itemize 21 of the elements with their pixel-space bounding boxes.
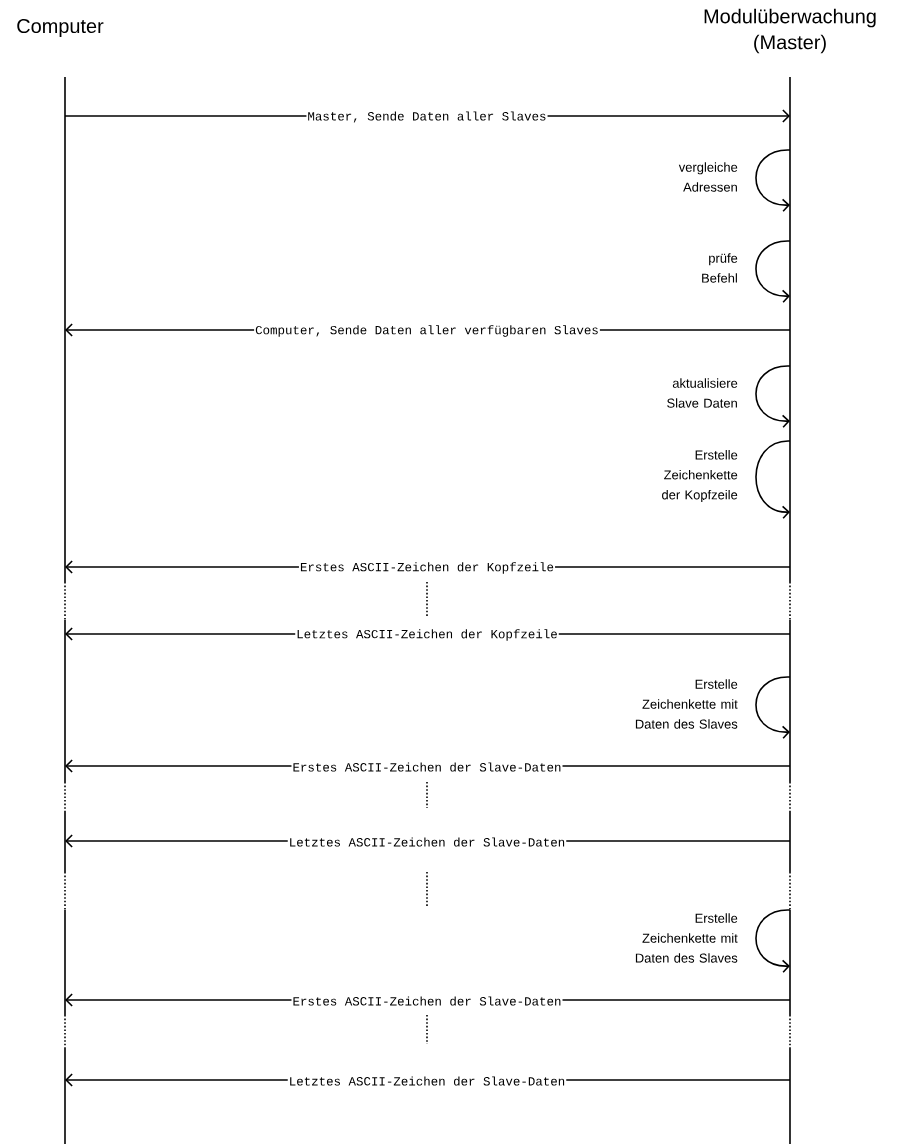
- self-arrow: [755, 240, 791, 304]
- edge-label: Letztes ASCII-Zeichen der Slave-Daten: [287, 836, 567, 848]
- self-arrow: [755, 365, 791, 429]
- edge-label: Letztes ASCII-Zeichen der Slave-Daten: [287, 1075, 567, 1087]
- edge-label: Master, Sende Daten aller Slaves: [306, 110, 548, 124]
- self-arrow: [755, 676, 791, 740]
- self-arrow: [755, 149, 791, 213]
- self-arrow: [755, 440, 791, 520]
- edge-label: Erstelle Zeichenkette mit Daten des Slaves: [635, 913, 738, 963]
- lifeline: Computer: [17, 19, 104, 1144]
- edge-label: Erstes ASCII-Zeichen der Slave-Daten: [291, 995, 563, 1007]
- edge-label: vergleiche Adressen: [678, 162, 738, 192]
- self-arrow: [755, 909, 791, 974]
- edge-label: Erstes ASCII-Zeichen der Kopfzeile: [298, 561, 556, 575]
- edge-label: Computer, Sende Daten aller verfügbaren Slaves: [254, 324, 600, 338]
- edge-label: Erstes ASCII-Zeichen der Slave-Daten: [291, 761, 563, 773]
- edge-label: Erstelle Zeichenkette mit Daten des Slaves: [635, 679, 738, 729]
- edge-label: prüfe Befehl: [702, 253, 738, 283]
- edge-label: Letztes ASCII-Zeichen der Kopfzeile: [295, 628, 559, 642]
- edge-label: Erstelle Zeichenkette der Kopfzeile: [662, 450, 738, 502]
- edge-label: aktualisiere Slave Daten: [667, 378, 738, 408]
